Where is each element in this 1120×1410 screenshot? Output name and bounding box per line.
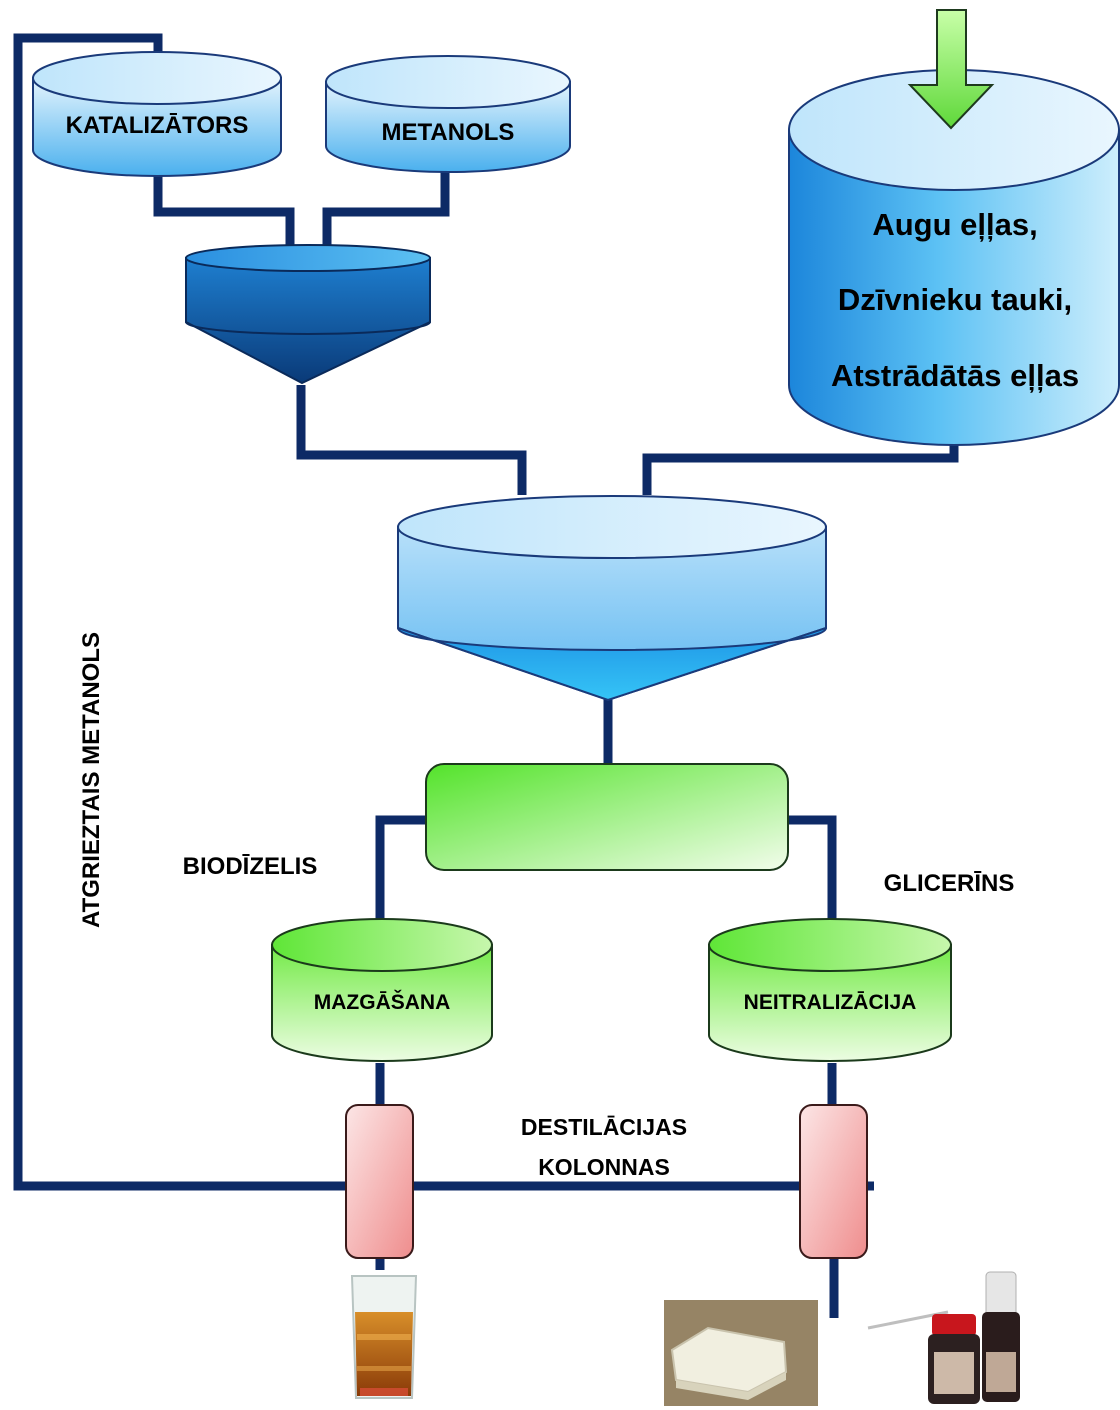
beaker-icon	[346, 1270, 422, 1405]
glycerin-label: GLICERĪNS	[884, 870, 1015, 897]
pipe-separator-to-washing	[375, 815, 428, 928]
pipe-separator-to-neutralization	[788, 815, 837, 928]
pipe-methanol-to-mixer	[322, 172, 450, 250]
recycled-methanol-label: ATGRIEZTAIS METANOLS	[78, 632, 105, 928]
medicine-bottles-icon	[867, 1271, 1020, 1404]
feedstock-line-1: Augu eļļas,	[872, 207, 1037, 242]
pipe-catalyst-to-mixer	[153, 175, 295, 250]
pipe-recycled-methanol	[13, 33, 375, 1191]
methanol-label: METANOLS	[382, 119, 515, 146]
feedstock-tank: Augu eļļas, Dzīvnieku tauki, Atstrādātās…	[788, 69, 1120, 446]
catalyst-tank: KATALIZĀTORS	[32, 51, 282, 177]
methanol-tank: METANOLS	[325, 55, 571, 173]
feedstock-line-3: Atstrādātās eļļas	[831, 358, 1079, 393]
mixer-tank	[185, 244, 431, 385]
catalyst-label: KATALIZĀTORS	[66, 112, 249, 139]
separator-vessel	[425, 763, 789, 871]
distillation-label-line-1: DESTILĀCIJAS	[521, 1114, 687, 1140]
distillation-column-biodiesel	[345, 1104, 414, 1259]
reactor-tank	[396, 495, 828, 702]
washing-label: MAZGĀŠANA	[314, 990, 451, 1014]
distillation-label-line-2: KOLONNAS	[538, 1154, 670, 1180]
pipe-feedstock-to-reactor	[642, 440, 959, 495]
washing-tank: MAZGĀŠANA	[271, 918, 493, 1062]
feedstock-line-2: Dzīvnieku tauki,	[838, 282, 1072, 317]
input-arrow-icon	[907, 9, 995, 130]
biodiesel-label: BIODĪZELIS	[183, 853, 318, 880]
neutralization-tank: NEITRALIZĀCIJA	[708, 918, 952, 1062]
neutralization-label: NEITRALIZĀCIJA	[744, 991, 917, 1014]
soap-bar-icon	[664, 1300, 818, 1406]
distillation-column-glycerin	[799, 1104, 868, 1259]
pipe-mixer-to-reactor	[296, 385, 527, 495]
